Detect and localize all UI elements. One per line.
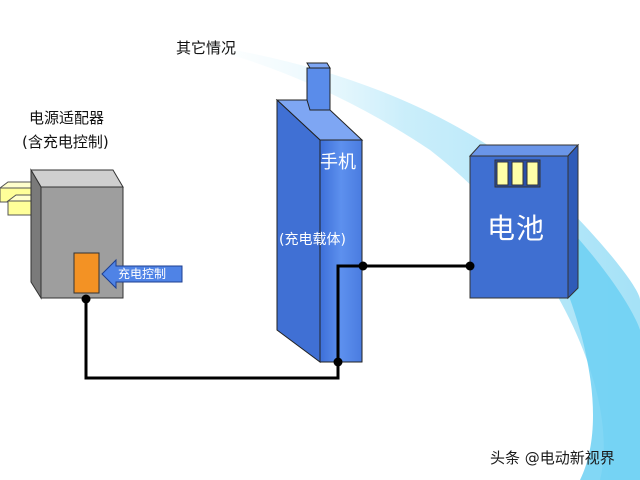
phone-label: 手机: [320, 152, 356, 173]
battery-label: 电池: [487, 212, 546, 245]
wire-junctions: [81, 261, 475, 367]
wire-phone-to-battery: [336, 264, 470, 378]
battery-cell: [496, 161, 509, 186]
charge-control-arrow: [101, 258, 183, 290]
phone-sublabel: (充电载体): [279, 232, 346, 248]
battery-body: [468, 143, 580, 300]
adapter-label-line1: 电源适配器: [29, 109, 105, 127]
adapter-label: 电源适配器 (含充电控制): [22, 106, 109, 154]
junction-dot: [81, 294, 91, 304]
watermark: 头条 @电动新视界: [490, 449, 615, 467]
junction-dot: [465, 261, 475, 271]
diagram-title: 其它情况: [176, 39, 237, 57]
phone-body: [275, 62, 364, 363]
charge-control-block: [73, 252, 100, 294]
wiring: [84, 264, 470, 380]
junction-dot: [333, 357, 343, 367]
battery-cell: [511, 161, 524, 186]
junction-dot: [358, 261, 368, 271]
charge-control-label: 充电控制: [118, 267, 167, 281]
background-swoosh-dark: [500, 160, 640, 480]
battery-cell: [526, 161, 539, 186]
adapter-label-line2: (含充电控制): [22, 133, 109, 151]
